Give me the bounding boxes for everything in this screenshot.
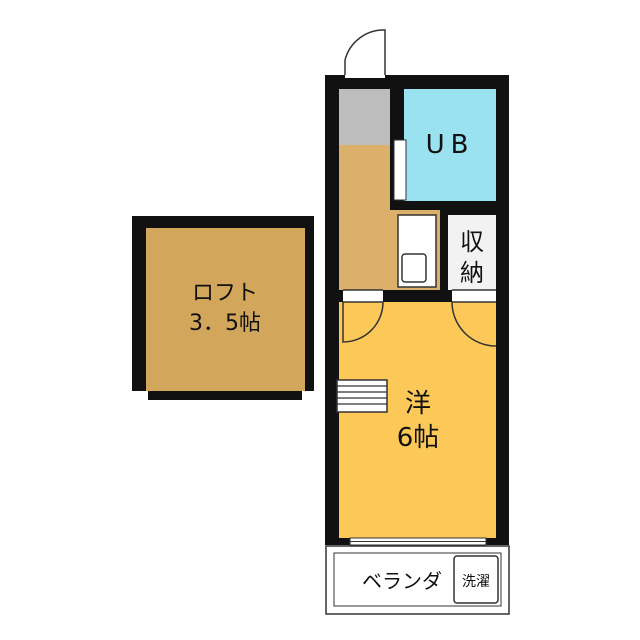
loft-area — [132, 216, 314, 400]
washer-icon — [453, 555, 499, 604]
western-room — [339, 302, 496, 538]
main-unit — [325, 75, 509, 546]
western-room-label-1: 洋 — [405, 389, 431, 419]
storage-label-1: 収 — [460, 228, 484, 256]
veranda-label: ベランダ — [362, 569, 442, 593]
unit-bath-label: UB — [426, 130, 475, 160]
kitchen-area — [339, 145, 390, 290]
loft-label-1: ロフト — [192, 281, 258, 306]
washer-label: 洗濯 — [462, 574, 490, 590]
storage — [448, 215, 496, 290]
unit-bath — [404, 89, 496, 201]
veranda — [325, 545, 510, 615]
storage-label-2: 納 — [460, 259, 484, 287]
entrance-door-icon — [344, 29, 386, 78]
entrance — [339, 89, 390, 145]
loft-label-2: 3．5帖 — [189, 311, 261, 336]
loft-ladder-icon — [336, 379, 388, 413]
western-room-label-2: 6帖 — [397, 423, 440, 453]
sink-icon — [397, 214, 437, 288]
